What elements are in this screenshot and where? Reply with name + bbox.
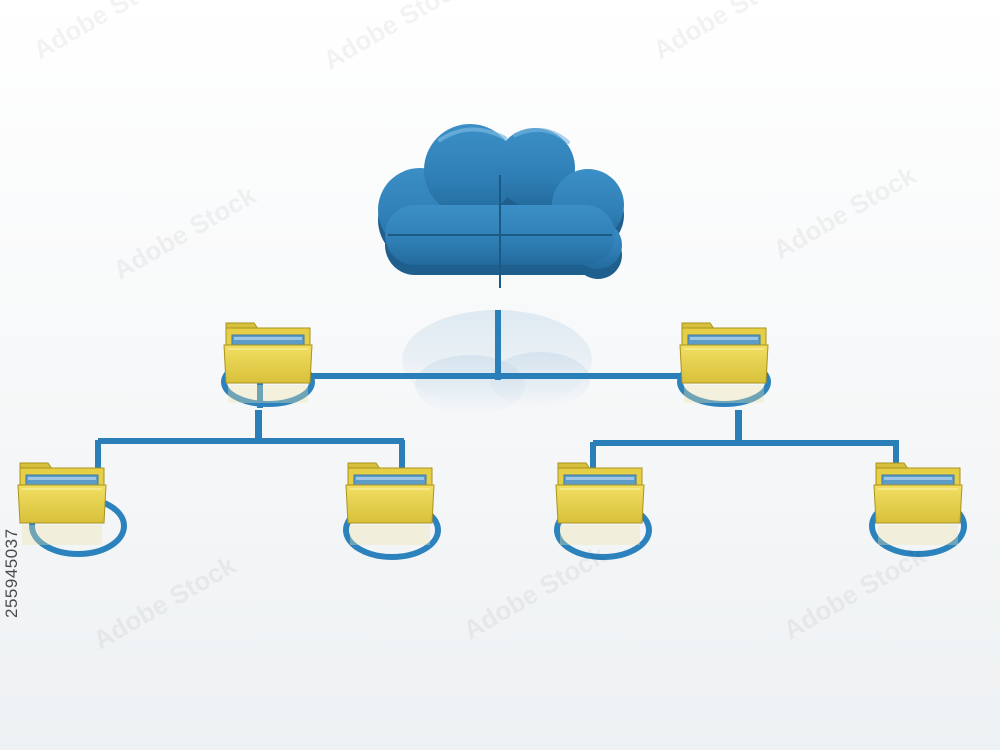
folder-icon bbox=[874, 463, 962, 523]
folder-icon bbox=[346, 463, 434, 523]
folder-icon bbox=[18, 463, 106, 523]
folder-icon bbox=[680, 323, 768, 383]
folder-icon bbox=[224, 323, 312, 383]
folder-icon bbox=[556, 463, 644, 523]
